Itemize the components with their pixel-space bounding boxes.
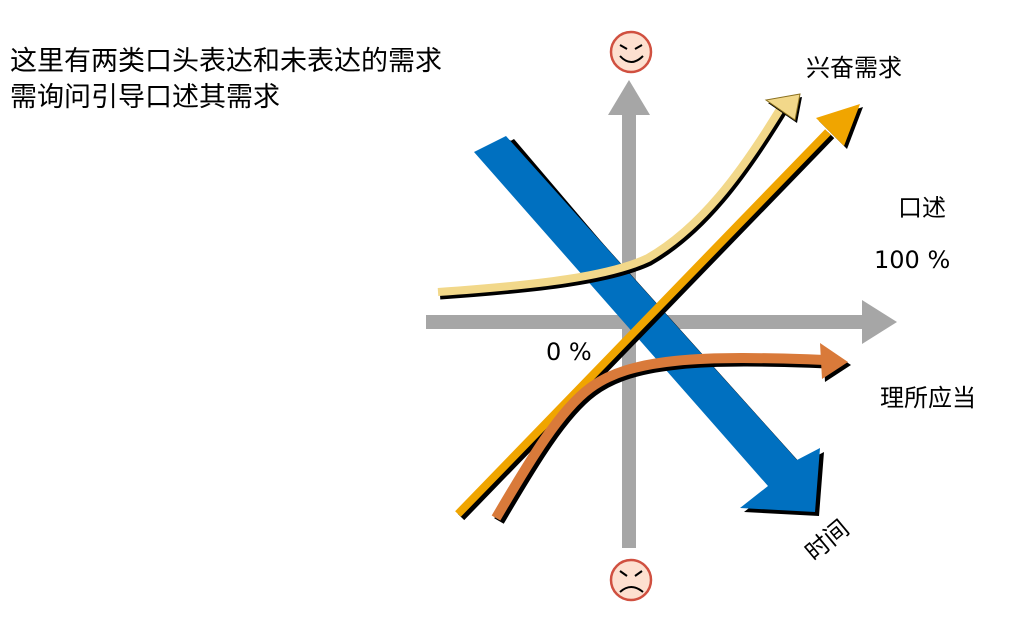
intro-text: 这里有两类口头表达和未表达的需求 需询问引导口述其需求 — [10, 44, 442, 116]
expected-curve-arrowhead — [820, 343, 848, 379]
horizontal-axis-arrowhead — [862, 300, 897, 344]
label-time: 时间 — [800, 514, 855, 566]
intro-line-1: 这里有两类口头表达和未表达的需求 — [10, 46, 442, 77]
happy-face-icon — [609, 30, 653, 74]
unhappy-face-icon — [609, 558, 653, 602]
vertical-axis — [622, 112, 636, 548]
label-hundred-percent: 100 % — [874, 246, 950, 274]
spoken-line-arrowhead — [816, 104, 860, 146]
vertical-axis-arrowhead — [608, 80, 650, 115]
intro-line-2: 需询问引导口述其需求 — [10, 82, 280, 113]
label-excitement: 兴奋需求 — [806, 54, 902, 82]
excitement-curve-arrowhead — [764, 93, 801, 121]
excitement-curve — [437, 93, 802, 300]
expected-curve — [491, 343, 851, 524]
label-zero-percent: 0 % — [546, 338, 592, 366]
excitement-curve-line — [437, 103, 786, 296]
spoken-line — [455, 104, 863, 521]
label-spoken: 口述 — [898, 194, 946, 222]
spoken-line-body — [455, 129, 831, 517]
expected-curve-line — [491, 353, 826, 521]
label-expected: 理所应当 — [880, 384, 976, 412]
